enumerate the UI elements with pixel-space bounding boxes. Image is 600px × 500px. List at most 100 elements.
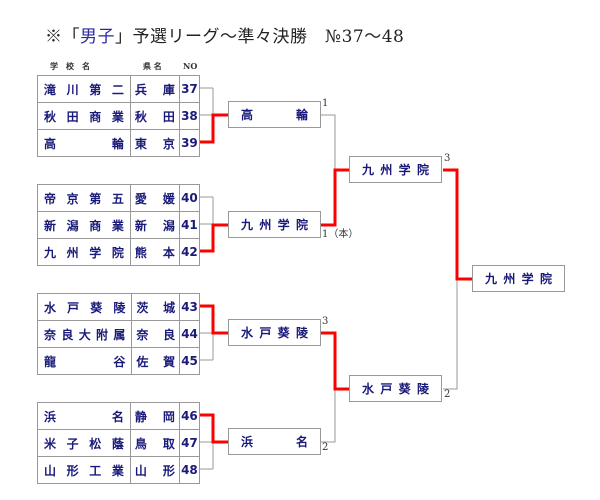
prefecture-name-text: 山形: [135, 462, 175, 479]
char: 商: [89, 109, 102, 124]
winner-path: [200, 223, 228, 253]
school-name: 新潟商業: [37, 211, 131, 239]
prefecture-name-text: 東京: [135, 135, 175, 152]
char: 大: [78, 327, 91, 342]
prefecture-name: 山形: [129, 456, 180, 484]
char: 輪: [295, 108, 308, 122]
prefecture-name: 東京: [129, 129, 180, 157]
prefecture-name: 奈良: [131, 320, 181, 348]
char: 水: [362, 382, 375, 396]
char: 附: [96, 327, 109, 342]
semifinal-score: 2: [444, 389, 451, 400]
entry-number: 39: [178, 129, 201, 157]
prefecture-name-text: 鳥取: [135, 435, 175, 452]
char: 戸: [259, 326, 272, 340]
char: 帝: [44, 191, 57, 206]
prefecture-name: 佐賀: [131, 347, 181, 375]
char: 龍: [44, 354, 57, 369]
winner-path: [200, 413, 228, 444]
char: 工: [89, 463, 102, 478]
group-winner-box-label: 九州学院: [241, 216, 308, 233]
prefecture-name-text: 新潟: [135, 217, 175, 234]
char: 陵: [416, 382, 429, 396]
school-name-text: 帝京第五: [44, 190, 124, 207]
entry-number-text: 42: [181, 245, 198, 259]
char: 蔭: [111, 436, 124, 451]
char: 院: [539, 272, 552, 286]
char: 属: [113, 327, 126, 342]
entry-number: 40: [178, 184, 201, 212]
char: 川: [66, 82, 79, 97]
header-no: NO: [183, 61, 198, 71]
char: 鳥: [134, 436, 147, 451]
char: 学: [398, 163, 411, 177]
prefecture-name: 茨城: [131, 293, 181, 321]
char: 形: [66, 463, 79, 478]
entry-number: 47: [178, 429, 201, 457]
prefecture-name: 鳥取: [129, 429, 180, 457]
char: 秋: [44, 109, 57, 124]
school-name-text: 高輪: [44, 135, 124, 152]
prefecture-name-text: 熊本: [135, 244, 175, 261]
char: 京: [162, 136, 175, 151]
final-winner-box: 九州学院: [472, 265, 565, 292]
char: 州: [66, 245, 79, 260]
semifinal-score: 3: [444, 153, 451, 164]
entry-number-text: 48: [181, 463, 198, 477]
group-winner-box: 浜名: [228, 428, 321, 455]
char: 佐: [136, 354, 149, 369]
group-winner-score: 1（本）: [322, 229, 359, 240]
school-name-text: 新潟商業: [44, 217, 124, 234]
school-name: 滝川第二: [37, 75, 131, 103]
char: 院: [111, 245, 124, 260]
group-winner-box-label: 水戸葵陵: [241, 324, 308, 341]
prefecture-name: 兵庫: [129, 75, 180, 103]
char: 九: [241, 218, 254, 232]
school-name: 奈良大附属: [36, 320, 133, 348]
char: 院: [416, 163, 429, 177]
char: 米: [44, 436, 57, 451]
entry-number-text: 45: [181, 354, 198, 368]
char: 陵: [295, 326, 308, 340]
char: 第: [89, 191, 102, 206]
school-name: 水戸葵陵: [36, 293, 133, 321]
char: 山: [134, 463, 147, 478]
char: 戸: [380, 382, 393, 396]
winner-path: [321, 168, 349, 227]
header-school: 学 校 名: [50, 61, 90, 71]
school-name: 龍谷: [36, 347, 133, 375]
entry-number: 45: [179, 347, 200, 375]
char: 商: [89, 218, 102, 233]
entry-number: 37: [178, 75, 201, 103]
char: 京: [66, 191, 79, 206]
char: 秋: [134, 109, 147, 124]
char: 新: [134, 218, 147, 233]
bracket-connector: [443, 169, 458, 390]
prefecture-name-text: 静岡: [135, 408, 175, 425]
char: 賀: [163, 354, 176, 369]
school-name: 帝京第五: [37, 184, 131, 212]
char: 州: [259, 218, 272, 232]
char: 東: [134, 136, 147, 151]
char: 城: [163, 300, 176, 315]
page-title: ※「男子」予選リーグ〜準々決勝 №37〜48: [45, 22, 404, 47]
char: 名: [111, 409, 124, 424]
char: 潟: [162, 218, 175, 233]
prefecture-name-text: 茨城: [136, 299, 175, 316]
title-prefix: ※「: [45, 27, 80, 47]
winner-path: [200, 113, 228, 144]
prefecture-name: 新潟: [129, 211, 180, 239]
